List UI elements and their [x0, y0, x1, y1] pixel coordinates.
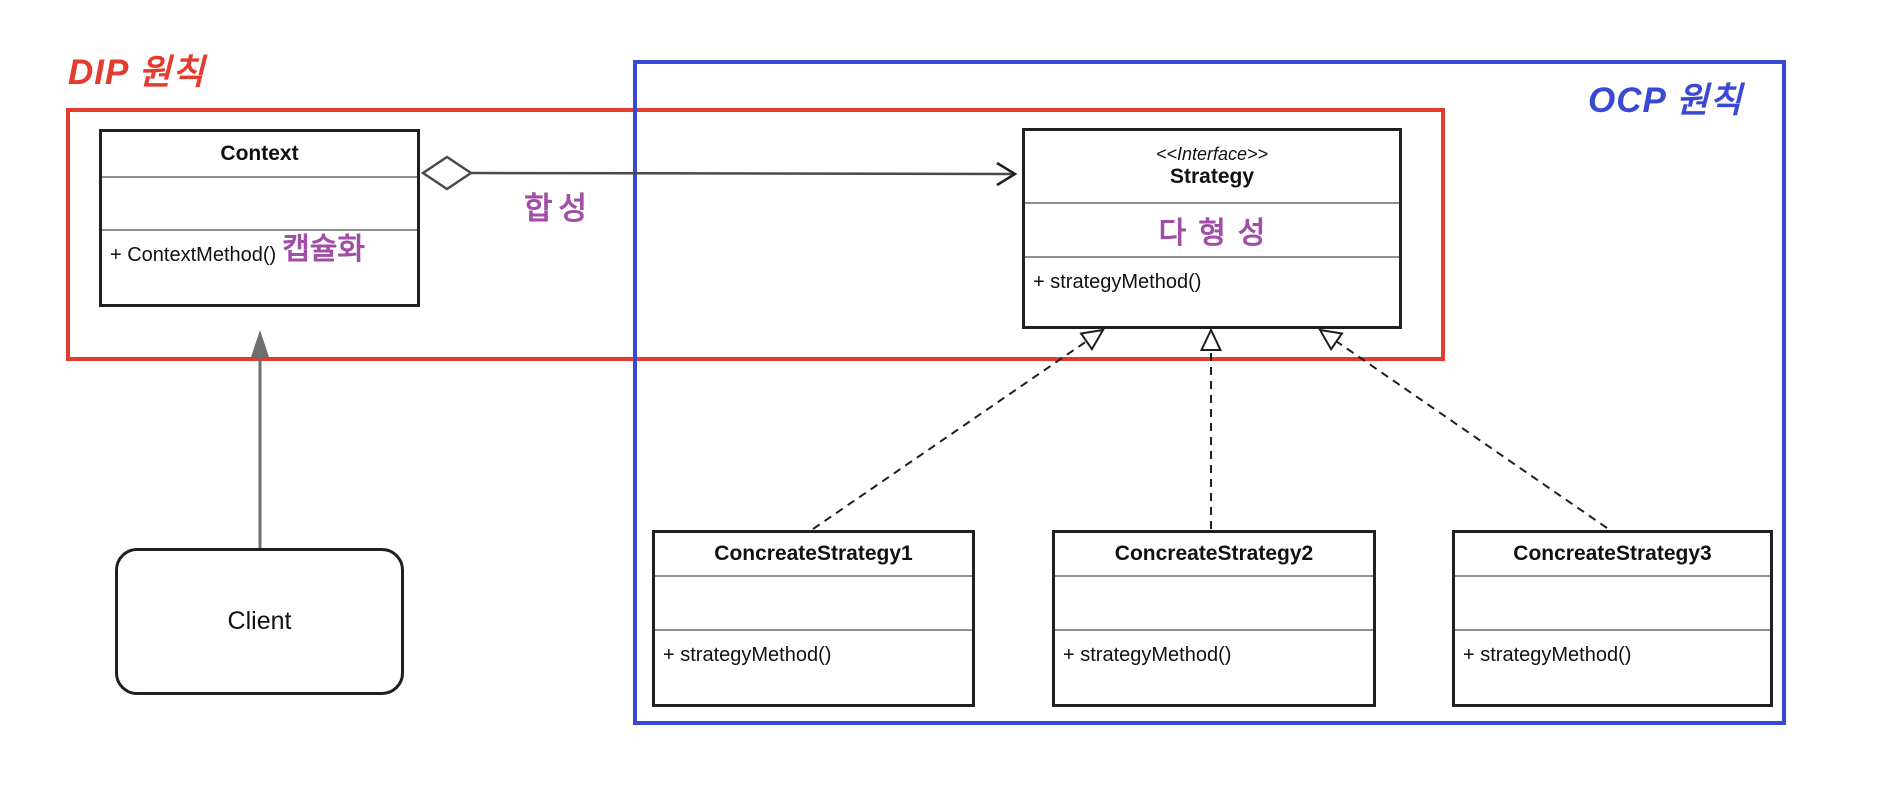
concrete-strategy-1-methods-section: + strategyMethod(): [655, 631, 972, 704]
concrete-strategy-2-method: + strategyMethod(): [1063, 644, 1232, 666]
dip-frame-label: DIP 원칙: [68, 53, 206, 92]
concrete-strategy-3-method: + strategyMethod(): [1463, 644, 1632, 666]
strategy-methods-section: + strategyMethod(): [1025, 258, 1399, 326]
ocp-principle-frame: [633, 60, 1786, 725]
strategy-method: + strategyMethod(): [1033, 271, 1202, 293]
context-attributes-section: [102, 178, 417, 231]
concrete-strategy-3-methods-section: + strategyMethod(): [1455, 631, 1770, 704]
concrete-strategy-2-methods-section: + strategyMethod(): [1055, 631, 1373, 704]
strategy-class-name: Strategy: [1169, 164, 1255, 188]
ocp-frame-label: OCP 원칙: [1588, 81, 1743, 120]
client-class-name: Client: [227, 607, 292, 635]
concrete-strategy-1-name: ConcreateStrategy1: [655, 533, 972, 577]
concrete-strategy-1-attributes-section: [655, 577, 972, 631]
context-class-name: Context: [102, 132, 417, 178]
class-box-concrete-strategy-1: ConcreateStrategy1 + strategyMethod(): [652, 530, 975, 707]
concrete-strategy-2-attributes-section: [1055, 577, 1373, 631]
strategy-attributes-section: 다형성: [1025, 204, 1399, 258]
dip-principle-frame: [66, 108, 1445, 361]
encapsulation-annotation: 캡슐화: [282, 233, 366, 266]
class-box-client: Client: [115, 548, 404, 695]
class-box-strategy: <<Interface>> Strategy 다형성 + strategyMet…: [1022, 128, 1402, 329]
concrete-strategy-3-attributes-section: [1455, 577, 1770, 631]
concrete-strategy-2-name: ConcreateStrategy2: [1055, 533, 1373, 577]
strategy-stereotype: <<Interface>>: [1155, 144, 1269, 165]
class-box-concrete-strategy-2: ConcreateStrategy2 + strategyMethod(): [1052, 530, 1376, 707]
context-method: + ContextMethod(): [110, 244, 277, 266]
concrete-strategy-1-method: + strategyMethod(): [663, 644, 832, 666]
strategy-title-section: <<Interface>> Strategy: [1025, 131, 1399, 204]
context-methods-section: + ContextMethod() 캡슐화: [102, 231, 417, 304]
class-box-concrete-strategy-3: ConcreateStrategy3 + strategyMethod(): [1452, 530, 1773, 707]
class-box-context: Context + ContextMethod() 캡슐화: [99, 129, 420, 307]
composition-annotation: 합성: [524, 191, 594, 226]
polymorphism-annotation: 다형성: [1158, 217, 1278, 250]
concrete-strategy-3-name: ConcreateStrategy3: [1455, 533, 1770, 577]
